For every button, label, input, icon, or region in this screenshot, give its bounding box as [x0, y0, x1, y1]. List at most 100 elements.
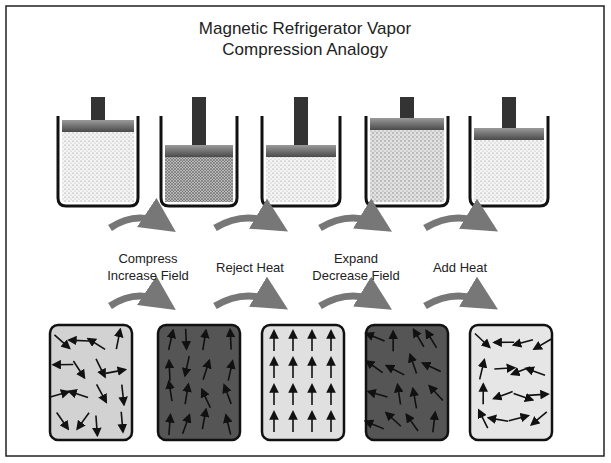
magnetic-moment [96, 359, 105, 377]
magnetic-moment [169, 415, 171, 435]
magnetic-moment [122, 385, 124, 405]
magnetic-moment [169, 381, 172, 401]
magnetic-moment [386, 366, 404, 375]
magnetic-moment [392, 331, 394, 351]
piston [165, 145, 233, 157]
magnetic-moment [534, 339, 551, 349]
magnetic-moment [54, 335, 69, 348]
magnetic-moment [69, 391, 88, 397]
process-label: Add Heat [415, 259, 505, 276]
magnetic-moment [185, 329, 187, 349]
cylinder-wall [58, 116, 138, 206]
magnetic-moment [69, 339, 89, 341]
magnetic-moment [203, 361, 209, 380]
magnetic-moment [53, 364, 73, 366]
cylinder-wall [262, 116, 340, 206]
magnetic-moment [410, 355, 416, 374]
piston [62, 120, 134, 132]
process-label: Compress Increase Field [98, 250, 198, 284]
magnetic-moment [273, 331, 275, 351]
piston-rod [294, 97, 308, 145]
magnetic-moment [77, 413, 89, 429]
magnetic-moment [330, 385, 332, 405]
process-arrow [425, 218, 492, 228]
piston [370, 118, 444, 130]
magnetic-moment [514, 340, 533, 345]
magnetic-moment [292, 412, 294, 432]
magnetic-moment [73, 361, 84, 378]
magnetic-moment [96, 415, 97, 435]
magnetic-moment [330, 412, 332, 432]
magnetic-material [158, 325, 240, 440]
magnetic-moment [273, 358, 275, 378]
magnetic-moment [429, 386, 443, 401]
cylinder-wall [470, 116, 548, 206]
magnetic-moment [494, 368, 514, 369]
magnetic-moment [57, 412, 68, 428]
magnetic-moment [330, 331, 332, 351]
magnetic-moment [368, 392, 387, 397]
magnetic-moment [230, 330, 231, 350]
cylinder-wall [161, 116, 237, 206]
magnetic-material [470, 325, 552, 440]
magnetic-moment [482, 384, 484, 404]
magnetic-moment [426, 331, 436, 348]
magnetic-moment [406, 415, 418, 431]
magnetic-moment [106, 370, 126, 374]
magnetic-moment [203, 330, 206, 350]
magnetic-moment [398, 385, 401, 405]
magnetic-moment [366, 333, 384, 341]
magnetic-moment [423, 363, 441, 371]
magnetic-moment [366, 361, 382, 373]
magnetic-material [50, 325, 132, 440]
magnetic-moment [292, 385, 294, 405]
process-arrow [425, 296, 492, 306]
magnetic-moment [88, 339, 105, 350]
magnetic-moment [488, 418, 508, 421]
magnetic-moment [273, 412, 275, 432]
magnetic-moment [224, 385, 231, 404]
magnetic-moment [365, 421, 383, 429]
magnetic-moment [228, 361, 232, 381]
magnetic-moment [414, 330, 424, 347]
gas-fill [266, 157, 336, 202]
magnetic-moment [311, 412, 313, 432]
magnetic-moment [97, 384, 107, 402]
process-arrow [320, 218, 386, 228]
magnetic-moment [528, 394, 548, 395]
magnetic-moment [494, 392, 513, 399]
magnetic-moment [116, 329, 120, 349]
magnetic-moment [509, 416, 528, 421]
magnetic-material [262, 325, 344, 440]
magnetic-moment [526, 368, 545, 375]
process-arrow [110, 218, 170, 228]
magnetic-moment [433, 412, 435, 432]
gas-fill [165, 157, 233, 202]
magnetic-moment [292, 331, 294, 351]
process-arrow [110, 296, 170, 306]
piston-rod [192, 97, 206, 145]
magnetic-moment [311, 358, 313, 378]
magnetic-material [366, 325, 448, 440]
magnetic-moment [202, 390, 210, 408]
process-arrow [320, 296, 386, 306]
piston-rod [91, 97, 105, 120]
process-arrow [215, 218, 282, 228]
magnetic-moment [494, 341, 514, 343]
magnetic-moment [475, 334, 490, 348]
magnetic-moment [168, 361, 170, 381]
magnetic-moment [330, 358, 332, 378]
magnetic-moment [479, 410, 488, 428]
magnetic-moment [49, 392, 68, 397]
diagram-title: Magnetic Refrigerator Vapor Compression … [194, 18, 416, 60]
magnetic-moment [480, 360, 485, 379]
magnetic-moment [185, 356, 189, 376]
piston [266, 145, 336, 157]
cylinder-wall [366, 116, 448, 206]
magnetic-moment [185, 384, 188, 404]
magnetic-moment [273, 385, 275, 405]
piston-rod [400, 97, 414, 118]
magnetic-moment [202, 409, 206, 429]
magnetic-moment [311, 385, 313, 405]
